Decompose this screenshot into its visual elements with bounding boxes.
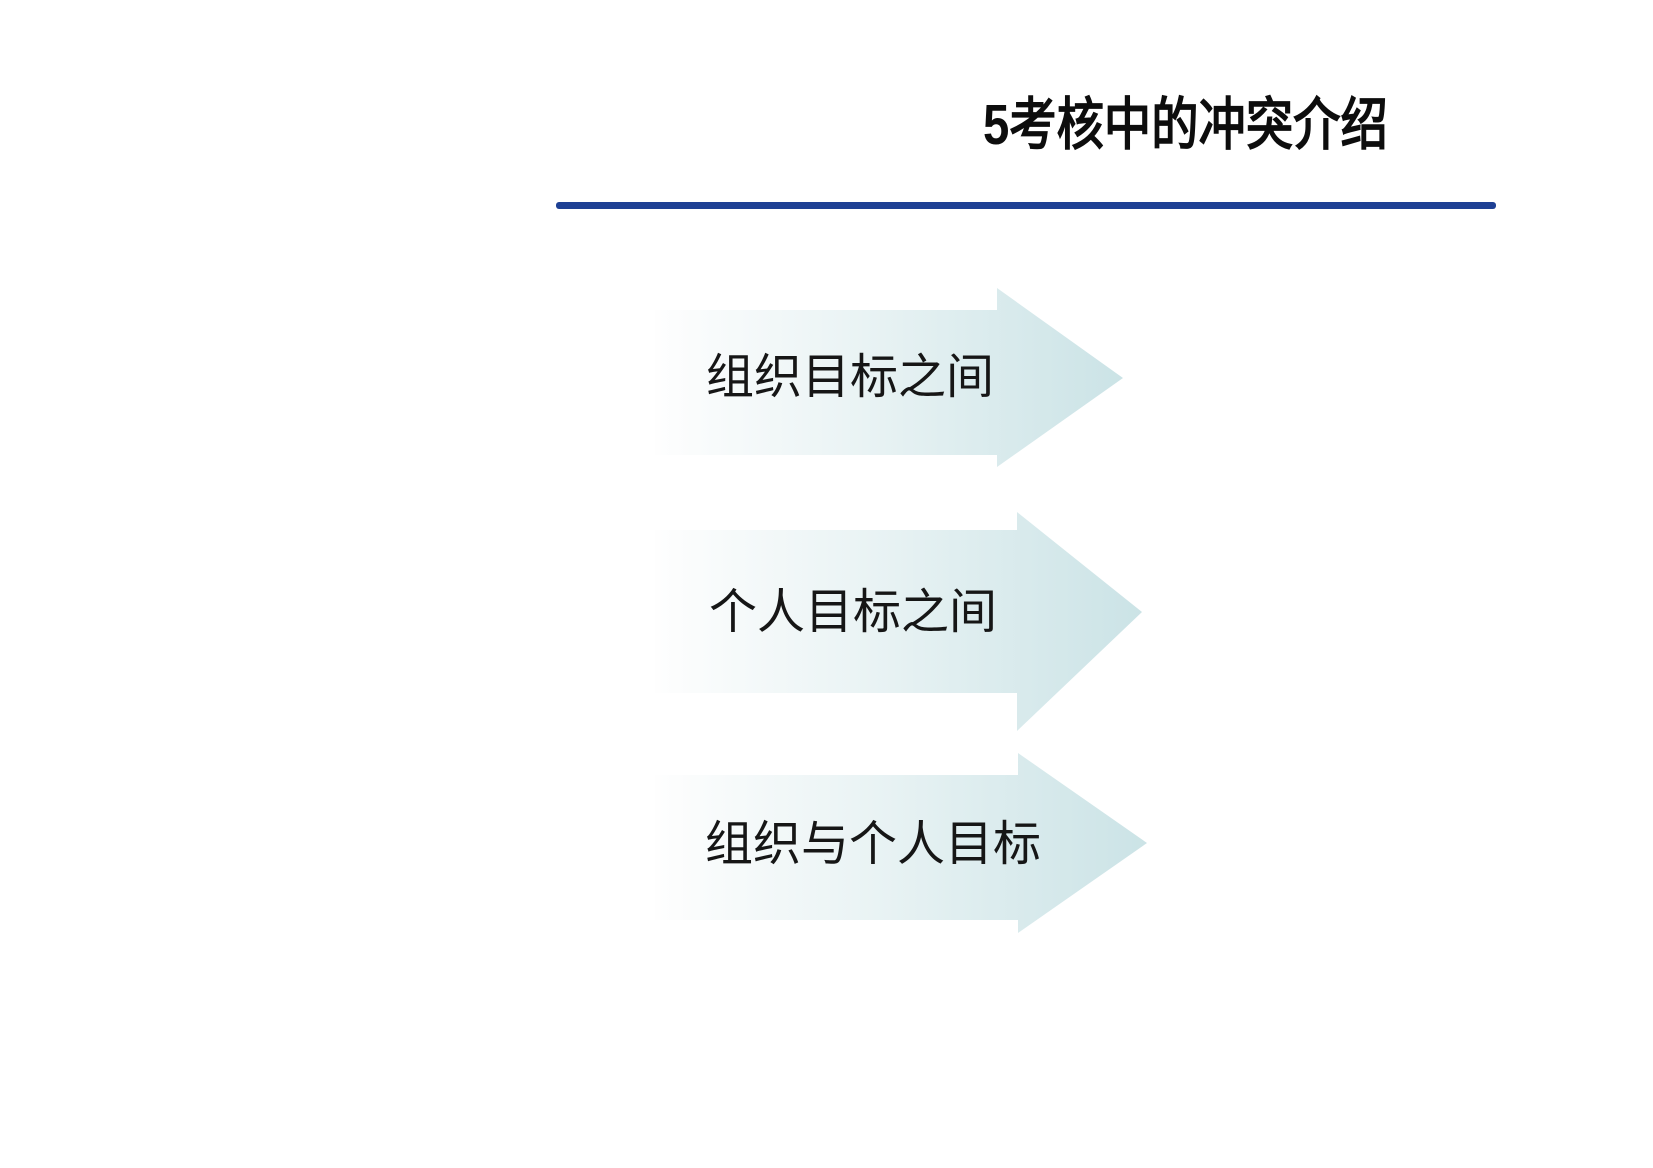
arrow-label: 个人目标之间 xyxy=(709,586,998,639)
arrow-shape xyxy=(655,512,1142,731)
goal-arrow-organizational: 组织目标之间 xyxy=(655,288,1124,468)
slide-title: 5考核中的冲突介绍 xyxy=(983,93,1388,157)
arrow-label: 组织目标之间 xyxy=(706,351,995,404)
goal-arrow-org-vs-individual: 组织与个人目标 xyxy=(655,753,1148,934)
right-arrow-icon xyxy=(655,753,1147,933)
arrow-shape xyxy=(655,288,1123,467)
goal-arrow-individual: 个人目标之间 xyxy=(655,512,1143,731)
right-arrow-icon xyxy=(655,288,1123,467)
right-arrow-icon xyxy=(655,512,1142,731)
title-underline xyxy=(556,202,1496,209)
arrow-label: 组织与个人目标 xyxy=(705,818,1042,871)
arrow-shape xyxy=(655,753,1147,933)
title-underline-rect xyxy=(556,202,1496,209)
